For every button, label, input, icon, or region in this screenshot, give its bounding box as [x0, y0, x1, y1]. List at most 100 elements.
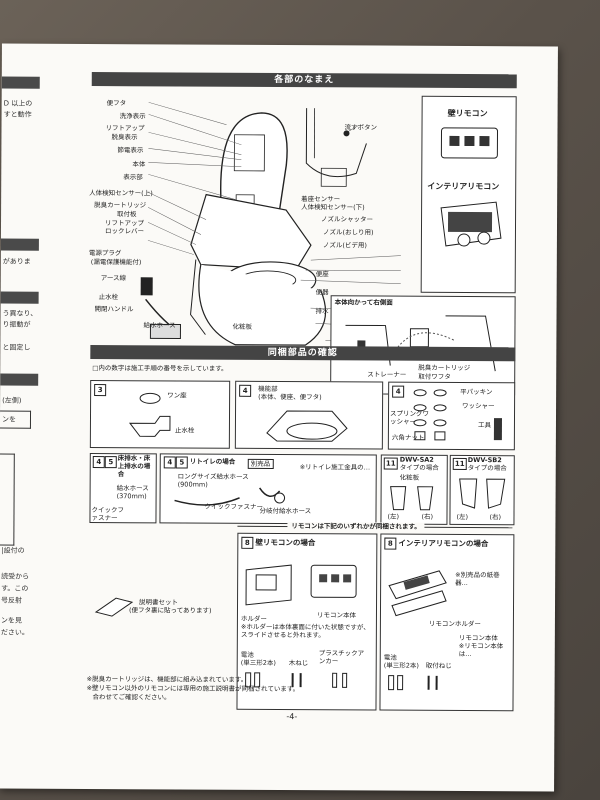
step-number: 11	[383, 457, 398, 470]
title-retoilet: リトイレの場合	[189, 457, 236, 466]
label-main-unit: 本体	[132, 160, 146, 169]
label-anchor: プラスチックアンカー	[318, 649, 365, 666]
step-number: 4	[163, 456, 176, 469]
label-bowl: 便器	[315, 288, 329, 297]
edge-text: (左側)	[2, 396, 22, 405]
label-washer: ワッシャー	[462, 401, 495, 411]
edge-text: がありま	[2, 257, 31, 266]
label-nozzle-shutter: ノズルシャッター	[321, 215, 374, 224]
label-flat-packing: 平パッキン	[460, 387, 493, 397]
edge-text: り振動が	[2, 320, 31, 329]
label-left: (左)	[387, 512, 400, 521]
edge-text: と固定し	[2, 343, 31, 352]
edge-text: ンを見	[0, 616, 22, 625]
valve-parts-icon	[128, 392, 171, 437]
label-battery-interior: 電池	[383, 653, 397, 662]
remote-banner: リモコンは下記のいずれかが同梱されます。	[287, 522, 425, 531]
battery-screw-icons	[245, 672, 348, 688]
label-stop-valve: 止水栓	[98, 293, 119, 302]
label-leak-protect: (漏電保護機能付)	[90, 258, 142, 267]
label-washer-seat: ワン座	[167, 391, 187, 400]
label-deodor-cartridge: 脱臭カートリッジ	[94, 201, 147, 210]
label-right: (右)	[489, 513, 502, 522]
label-mount-plate: 取付板	[117, 210, 137, 219]
label-wash-indicator: 洗浄表示	[119, 112, 146, 121]
label-battery: 電池	[240, 650, 254, 659]
label-remote-holder: リモコンホルダー	[428, 619, 481, 629]
edge-text: 読受から	[1, 572, 30, 581]
step-number: 8	[384, 537, 397, 550]
edge-text: |設付の	[1, 546, 25, 555]
wall-remote-parts-icons	[245, 564, 357, 606]
label-display: 表示部	[123, 173, 143, 182]
label-battery-size: (単三形2本)	[240, 658, 276, 667]
step-number: 8	[241, 536, 254, 549]
section-header-parts-check: 同梱部品の確認	[90, 345, 516, 362]
label-strainer: ストレーナー	[367, 370, 407, 379]
label-nozzle-bidet: ノズル(ビデ用)	[322, 241, 368, 250]
label-mount-cover: 取付ワフタ	[418, 372, 451, 381]
previous-page-edge: D 以上の すと動作 がありま う異なり、 り振動が と固定し (左側) ンを …	[0, 44, 42, 789]
label-lid: 便フタ	[106, 99, 127, 108]
label-lift-up-2: リフトアップ	[104, 219, 145, 228]
optional-tag: 別売品	[247, 458, 274, 469]
title-dwv-sb2: DWV-SB2	[467, 455, 502, 465]
label-supply-hose: 給水ホース	[143, 321, 176, 330]
label-remote-body: リモコン本体	[316, 611, 356, 620]
interior-remote-icon	[440, 201, 502, 247]
title-interior-remote: インテリアリモコンの場合	[398, 538, 489, 549]
label-battery-size-interior: (単三形2本)	[383, 661, 419, 670]
label-wood-screw: 木ねじ	[288, 659, 309, 668]
page-number: -4-	[286, 712, 298, 722]
title-wall-remote: 壁リモコンの場合	[255, 537, 316, 548]
hose-icons	[174, 487, 286, 506]
label-function-unit-caption: (本体、便座、便フタ)	[258, 392, 322, 402]
footnote: 合わせてご確認ください。	[92, 693, 171, 702]
label-mount-screw: 取付ねじ	[425, 661, 452, 670]
label-hose-length: (370mm)	[116, 492, 147, 501]
label-spring-washer: スプリングワッシャー	[389, 409, 430, 426]
edge-text: う異なり、	[2, 309, 38, 318]
label-lock-lever: ロックレバー	[104, 227, 144, 236]
wall-remote-title: 壁リモコン	[447, 108, 488, 119]
interior-note-1: ※別売品の紙巻器...	[455, 570, 500, 587]
label-cover-plate-part: 化粧板	[399, 473, 420, 482]
edge-text: D 以上の	[3, 99, 33, 108]
cover-plate-icon	[390, 486, 434, 511]
manual-set-icon	[94, 597, 134, 617]
step-number: 4	[92, 456, 105, 469]
wall-remote-icon	[440, 127, 499, 159]
title-floor-drain: 床排水・床上排水の場合	[117, 454, 151, 479]
label-function-unit: 機能部	[258, 384, 278, 393]
label-flush-button: 流すボタン	[344, 123, 378, 132]
interior-remote-title: インテリアリモコン	[427, 181, 500, 192]
label-nozzle-rear: ノズル(おしり用)	[322, 228, 374, 237]
function-unit-icon	[266, 410, 348, 442]
label-manual-location: (便フタ裏に貼ってあります)	[128, 606, 212, 615]
holder-note: ※ホルダーは本体裏面に付いた状態ですが、スライドさせると外れます。	[240, 622, 370, 640]
label-hose: 給水ホース	[116, 484, 149, 493]
retoilet-note: ※リトイレ施工金具の…	[299, 463, 371, 472]
inset-seat-sensor	[305, 108, 367, 187]
label-type-case: タイプの場合	[467, 463, 507, 473]
side-view-title: 本体向かって右側面	[334, 298, 393, 307]
label-handle: 開閉ハンドル	[94, 305, 134, 314]
toilet-diagram	[140, 102, 401, 346]
label-left: (左)	[456, 512, 469, 521]
label-sensor-lower: 人体検知センサー(下)	[301, 203, 365, 212]
edge-header-bar	[0, 238, 39, 251]
label-quick-fastener: クイックファスナー	[91, 506, 125, 523]
label-deodor-indicator: 脱臭表示	[111, 133, 138, 142]
edge-text: ンを	[1, 415, 17, 424]
label-manual-set: 説明書セット	[139, 598, 179, 607]
step-number: 4	[392, 385, 405, 398]
interior-note-2: ※リモコン本体は...	[458, 641, 504, 659]
label-hex-nut: 六角ナット	[391, 433, 425, 442]
interior-remote-parts-icon	[388, 570, 447, 617]
edge-header-bar	[1, 76, 40, 89]
label-power-plug: 電源プラグ	[88, 249, 122, 258]
tool-icon	[493, 418, 502, 441]
edge-header-bar	[0, 291, 39, 304]
label-cover-plate: 化粧板	[232, 322, 252, 331]
label-right: (右)	[421, 512, 434, 521]
